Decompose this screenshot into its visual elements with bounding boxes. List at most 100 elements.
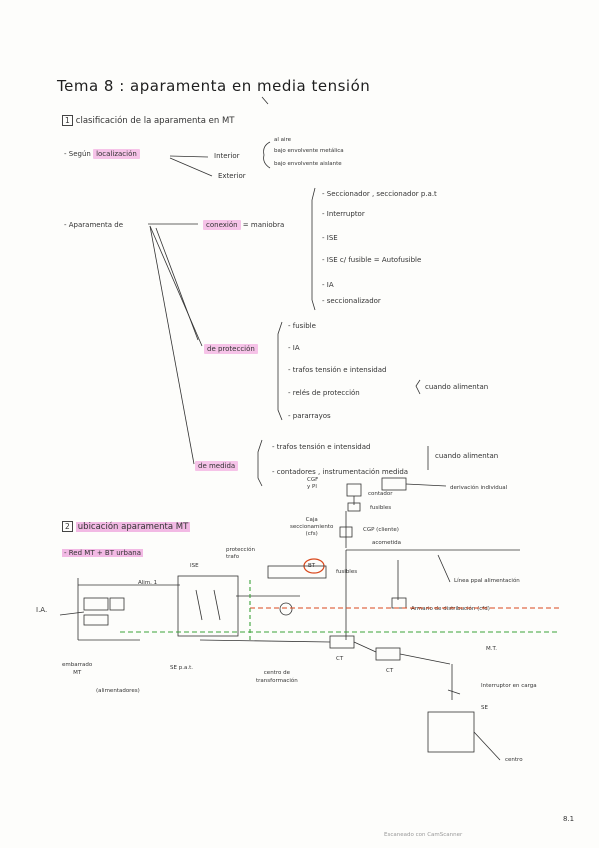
proteccion-item-4: - relés de protección bbox=[288, 389, 360, 397]
sepat-label: SE p.a.t. bbox=[170, 665, 193, 671]
proteccion-item-2: - IA bbox=[288, 344, 300, 352]
interior-opt-2: bajo envolvente metálica bbox=[274, 148, 344, 154]
trafo-symbol bbox=[279, 602, 293, 616]
ise-label: ISE bbox=[190, 563, 199, 569]
conexion-brace bbox=[311, 187, 316, 311]
conexion-item-1: - Seccionador , seccionador p.a.t bbox=[322, 190, 437, 198]
localizacion-highlight: localización bbox=[93, 149, 140, 159]
conexion-item-4: - ISE c/ fusible = Autofusible bbox=[322, 256, 422, 264]
red-urbana-text: - Red MT + BT urbana bbox=[62, 549, 143, 557]
ct1-label: CT bbox=[336, 656, 344, 662]
exterior-label: Exterior bbox=[218, 172, 246, 180]
segun-line: - Según localización bbox=[64, 149, 140, 159]
chain-line-3 bbox=[399, 653, 451, 665]
ia-label: I.A. bbox=[36, 606, 48, 614]
acometida-label: acometida bbox=[372, 540, 402, 546]
contador-box bbox=[346, 483, 362, 497]
interior-brace bbox=[263, 141, 271, 169]
medida-highlight: de medida bbox=[195, 461, 239, 471]
page-title: Tema 8 : aparamenta en media tensión bbox=[57, 77, 371, 95]
section-1-number: 1 bbox=[62, 115, 73, 126]
section-2-number: 2 bbox=[62, 521, 73, 532]
chain-line-2 bbox=[353, 641, 377, 653]
conexion-line: conexión = maniobra bbox=[203, 220, 285, 230]
conexion-highlight: conexión bbox=[203, 220, 241, 230]
ia-box-3 bbox=[109, 597, 125, 611]
interruptor-label: Interruptor en carga bbox=[481, 683, 537, 689]
red-urbana-label: - Red MT + BT urbana bbox=[62, 549, 143, 557]
ia-arrow bbox=[59, 611, 85, 616]
medida-item-1: - trafos tensión e intensidad bbox=[272, 443, 371, 451]
interruptor-switch bbox=[447, 689, 461, 695]
chain-line-1 bbox=[199, 639, 331, 643]
medida-item-2: - contadores , instrumentación medida bbox=[272, 468, 409, 476]
linea-ppal-label: Línea ppal alimentación bbox=[454, 578, 520, 584]
centro-label: centro de transformación bbox=[256, 670, 298, 684]
medida-line: de medida bbox=[195, 461, 239, 471]
section-1-title: clasificación de la aparamenta en MT bbox=[75, 116, 235, 126]
interior-opt-1: al aire bbox=[274, 137, 292, 143]
proteccion-item-1: - fusible bbox=[288, 322, 316, 330]
segun-prefix: - Según bbox=[64, 150, 91, 158]
embarrado-label: embarrado MT bbox=[62, 662, 93, 676]
cgp-box bbox=[339, 526, 353, 538]
maniobra-label: = maniobra bbox=[242, 221, 285, 229]
linea-arrow bbox=[437, 554, 451, 583]
medida-brace bbox=[257, 439, 263, 487]
arrow-proteccion-2 bbox=[155, 227, 199, 341]
interior-opt-3: bajo envolvente aislante bbox=[274, 161, 342, 167]
ct2-label: CT bbox=[386, 668, 394, 674]
conexion-item-2: - Interruptor bbox=[322, 210, 365, 218]
derivacion-label: derivación individual bbox=[450, 485, 508, 491]
caja-label: Caja seccionamiento (cfs) bbox=[290, 517, 334, 537]
armario-box bbox=[391, 597, 407, 609]
proteccion-brace bbox=[277, 321, 283, 421]
conexion-item-6: - seccionalizador bbox=[322, 297, 381, 305]
proteccion-trafo-label: protección trafo bbox=[226, 547, 255, 560]
switch-1 bbox=[195, 589, 203, 621]
conexion-item-3: - ISE bbox=[322, 234, 338, 242]
ct-enclosure bbox=[177, 575, 239, 637]
conexion-item-5: - IA bbox=[322, 281, 334, 289]
derivacion-line bbox=[405, 483, 447, 487]
note-brace bbox=[415, 379, 421, 395]
fusibles-label: fusibles bbox=[336, 569, 358, 575]
fusibles-box bbox=[347, 502, 361, 512]
fusibles-label-top: fusibles bbox=[370, 505, 392, 511]
ia-box-2 bbox=[83, 614, 109, 626]
alimentadores-label: (alimentadores) bbox=[96, 688, 140, 694]
arrow-proteccion bbox=[149, 225, 203, 347]
page-number: 8.1 bbox=[563, 815, 575, 823]
centro-arrow bbox=[473, 731, 501, 761]
cgp-label: CGP (cliente) bbox=[363, 527, 399, 533]
proteccion-item-3: - trafos tensión e intensidad bbox=[288, 366, 387, 374]
scanner-watermark: Escaneado con CamScanner bbox=[384, 832, 463, 838]
title-mark bbox=[261, 96, 269, 105]
arrow-interior bbox=[169, 155, 209, 158]
centro2-label: centro bbox=[505, 757, 523, 763]
cgf-label: CGF y Pl bbox=[307, 477, 319, 490]
proteccion-highlight: de protección bbox=[204, 344, 258, 354]
switch-2 bbox=[213, 589, 221, 621]
arrow-exterior bbox=[169, 157, 213, 177]
mt-label: M.T. bbox=[486, 646, 497, 652]
ia-box bbox=[83, 597, 109, 611]
se-label: SE bbox=[481, 705, 488, 711]
ct2-box bbox=[375, 647, 401, 661]
contador-label: contador bbox=[368, 491, 393, 497]
alim-label: Alim. 1 bbox=[138, 580, 158, 586]
substation-box bbox=[427, 711, 475, 753]
derivacion-box bbox=[381, 477, 407, 491]
aparamenta-prefix: - Aparamenta de bbox=[64, 221, 124, 229]
proteccion-item-5: - pararrayos bbox=[288, 412, 331, 420]
proteccion-line: de protección bbox=[204, 344, 258, 354]
medida-note: cuando alimentan bbox=[435, 452, 499, 460]
section-2-title: ubicación aparamenta MT bbox=[75, 522, 191, 532]
proteccion-note: cuando alimentan bbox=[425, 383, 489, 391]
interior-label: Interior bbox=[214, 152, 240, 160]
armario-label: Armario de distribución (cfd) bbox=[411, 606, 490, 612]
fusibles-row bbox=[267, 565, 327, 579]
